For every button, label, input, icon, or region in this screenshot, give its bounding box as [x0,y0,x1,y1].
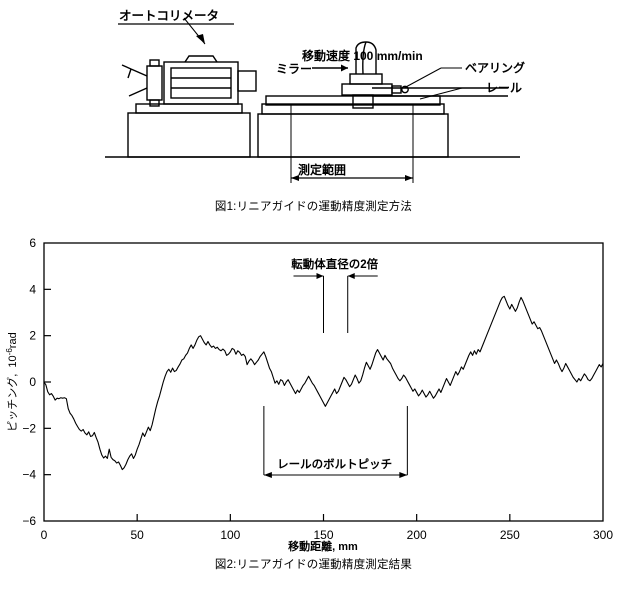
y-axis-unit-base: 10 [7,355,19,367]
bearing-label: ベアリング [465,60,525,75]
measure-range-label: 測定範囲 [298,162,346,177]
viewfinder-arm-upper [130,68,148,77]
y-axis-title-group: ピッチング, 10-6rad [5,332,19,431]
chart-svg: −6 −4 −2 0 2 4 6 0 50 100 150 200 250 300 転動体直径の2倍レー… [5,236,614,553]
y-tick-label: 6 [29,236,36,250]
mirror-label: ミラー [276,62,312,76]
rail-label: レール [486,81,522,95]
bolt-pitch-arrow-right [399,472,408,478]
y-axis-title: ピッチング, 10-6rad [5,332,19,431]
bolt-pitch-arrow-left [263,472,272,478]
viewfinder-arm-lower [128,87,148,97]
x-tick-label: 150 [313,528,333,542]
y-tick-label: −6 [22,514,36,528]
range-arrow-left [291,175,299,181]
autocollimator-eyepiece-bottom [149,99,160,107]
x-tick-label: 250 [500,528,520,542]
y-axis-unit-exp: -6 [5,348,14,356]
y-tick-label: 4 [29,282,36,296]
figure1-svg: オートコリメータ 移動速度 100 mm/min ミラー ベアリング レール 測… [105,8,525,183]
autocollimator-base [127,112,251,158]
y-axis-title-name: ピッチング, [5,374,19,432]
machine-base [257,113,449,158]
x-tick-label: 0 [41,528,48,542]
x-axis-title: 移動距離, mm [288,539,358,553]
y-axis-tick-labels: −6 −4 −2 0 2 4 6 [22,236,36,528]
y-tick-label: −4 [22,468,36,482]
carriage-upper-plate [349,73,383,85]
pitching-data-line [43,295,604,471]
rolling-element-arrow-left [316,273,324,279]
y-tick-label: 0 [29,375,36,389]
x-tick-label: 300 [593,528,613,542]
bolt-pitch-annotation-label: レールのボルトピッチ [277,457,392,471]
x-tick-label: 50 [130,528,144,542]
autocollimator-label: オートコリメータ [119,8,219,23]
autocollimator-eyepiece-top [149,59,160,67]
bearing-roller [401,85,409,94]
range-arrow-right [405,175,413,181]
rolling-element-arrow-right [347,273,355,279]
x-tick-label: 200 [407,528,427,542]
autocollimator-right-barrel [237,70,257,92]
x-axis-tick-labels: 0 50 100 150 200 250 300 [41,528,614,542]
figure1-diagram: オートコリメータ 移動速度 100 mm/min ミラー ベアリング レール 測… [0,0,627,196]
autocollimator-eyepiece-column [146,65,163,101]
autocollimator-leader-arrow [196,34,205,44]
y-axis-unit-tail: rad [7,332,19,348]
x-tick-label: 100 [220,528,240,542]
figure1-caption: 図1:リニアガイドの運動精度測定方法 [214,201,413,213]
bearing-block [391,85,402,94]
mirror-arrow-head [341,64,348,72]
rolling-element-annotation-label: 転動体直径の2倍 [291,257,378,271]
carriage-block [341,83,393,96]
mirror-inner-curve [362,41,367,75]
y-tick-label: −2 [22,421,36,435]
y-axis-ticks [44,288,51,476]
rail-leader-line [419,87,463,100]
figure2-chart: −6 −4 −2 0 2 4 6 0 50 100 150 200 250 300 転動体直径の2倍レー… [0,228,627,553]
x-axis-ticks [136,514,511,521]
y-tick-label: 2 [29,329,36,343]
viewfinder-tip [121,64,132,79]
bearing-leader-line [403,67,442,89]
figure2-caption: 図2:リニアガイドの運動精度測定結果 [214,559,413,571]
carriage-post [352,94,374,109]
autocollimator-hood [184,55,218,63]
autocollimator-body-inner [170,67,232,99]
speed-label: 移動速度 100 mm/min [302,48,423,63]
